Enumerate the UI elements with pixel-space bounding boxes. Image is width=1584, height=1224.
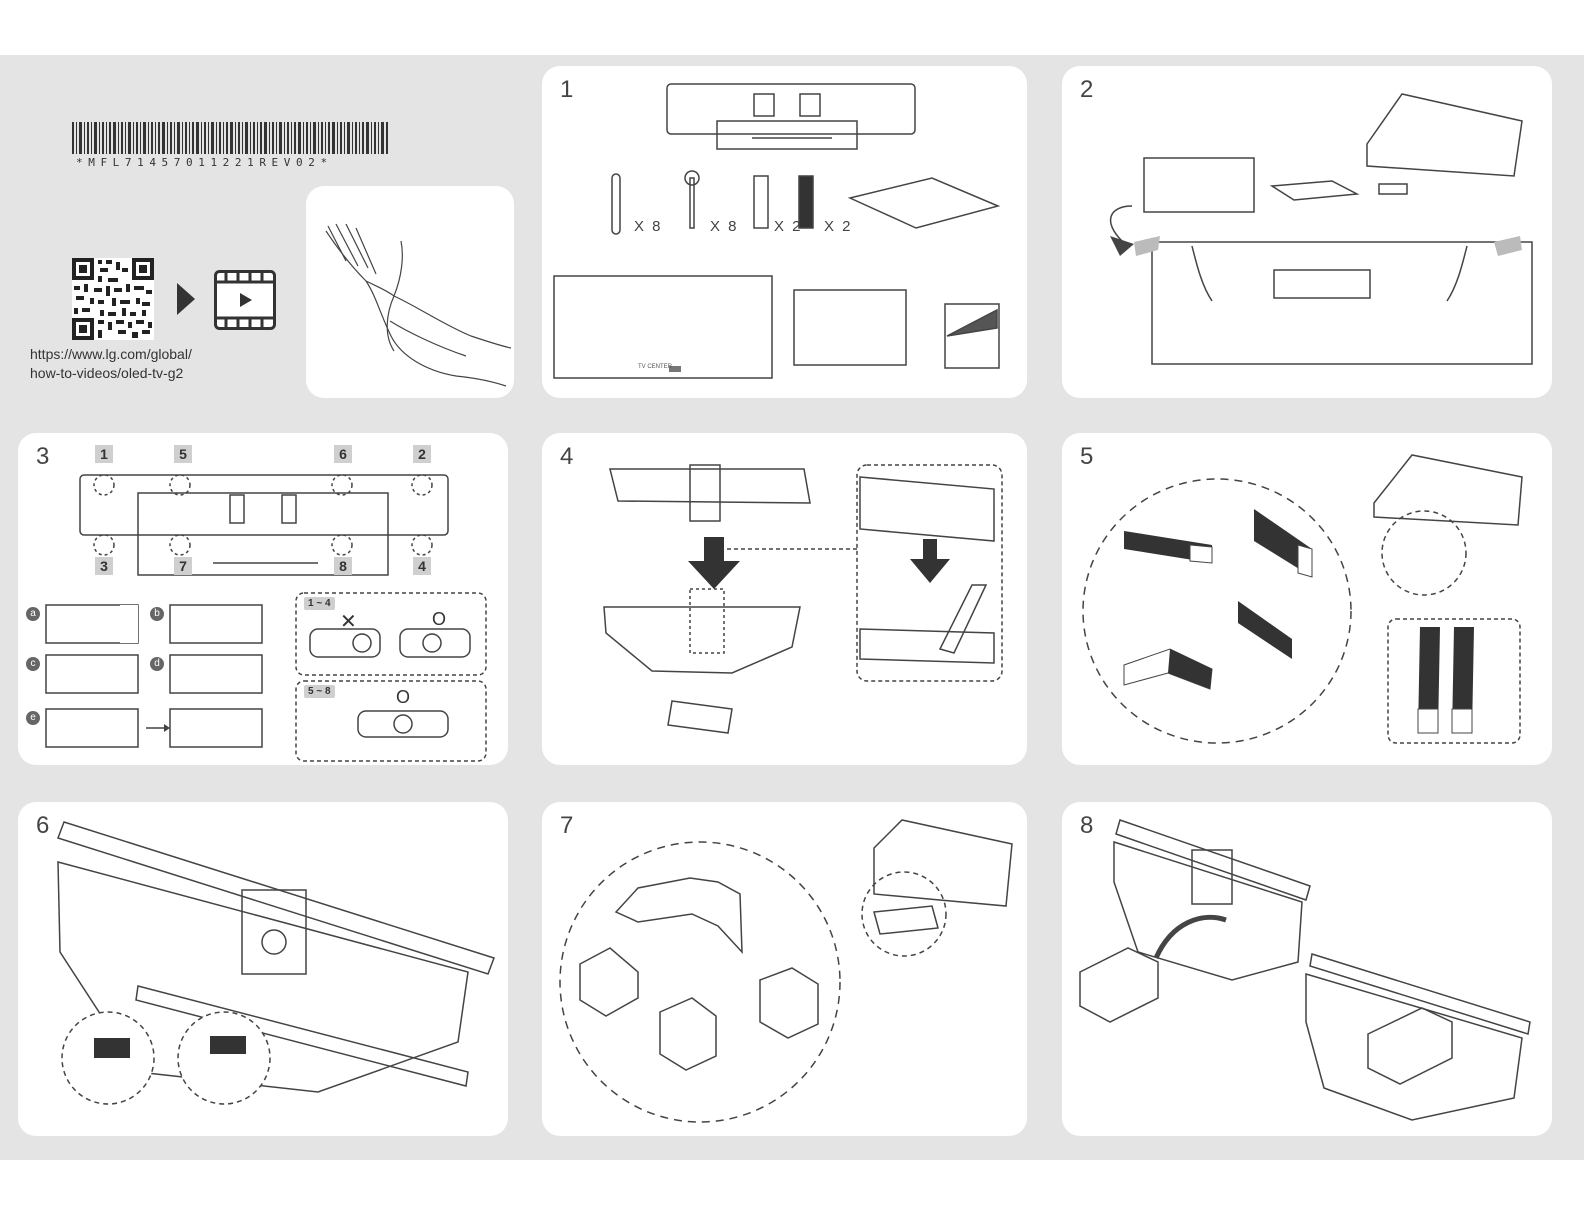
correct-mark: O [432,609,446,630]
box-folding-illustration [542,802,1027,1136]
substep-letter: e [26,711,40,725]
arrow-right-icon [177,283,195,315]
wall-bracket-illustration [18,433,508,765]
substep-letter: b [150,607,164,621]
play-video-icon[interactable] [214,270,276,330]
step-2-panel: 2 [1062,66,1552,398]
bracket-position-badge: 3 [95,557,113,575]
step-5-panel: 5 [1062,433,1552,765]
barcode [72,122,390,154]
substep-letter: a [26,607,40,621]
bracket-position-badge: 4 [413,557,431,575]
box-insertion-illustration [1062,802,1552,1136]
step-6-panel: 6 [18,802,508,1136]
bracket-position-badge: 7 [174,557,192,575]
step-3-panel: 3 1 5 6 2 3 7 8 4 a b c d e 1 ~ 4 [18,433,508,765]
tv-center-label: TV CENTER [638,364,672,370]
correct-mark: O [396,687,410,708]
bracket-position-badge: 2 [413,445,431,463]
template-attach-illustration [542,433,1027,765]
qty-anchors: X 8 [634,218,663,235]
step-8-panel: 8 [1062,802,1552,1136]
qty-screws: X 8 [710,218,739,235]
bracket-position-badge: 1 [95,445,113,463]
bracket-position-badge: 8 [334,557,352,575]
bracket-position-badge: 6 [334,445,352,463]
template-placement-illustration [1062,66,1552,398]
range-label: 1 ~ 4 [304,597,335,610]
bracket-position-badge: 5 [174,445,192,463]
step-7-panel: 7 [542,802,1027,1136]
qty-black-strips: X 2 [824,218,853,235]
qty-white-strips: X 2 [774,218,803,235]
qr-code-icon[interactable] [72,258,154,340]
incorrect-mark: ✕ [340,609,357,634]
strip-folding-illustration [1062,433,1552,765]
substep-letter: d [150,657,164,671]
video-url-link[interactable]: https://www.lg.com/global/ how-to-videos… [30,345,192,383]
range-label: 5 ~ 8 [304,685,335,698]
bracket-assembly-illustration [18,802,508,1136]
step-1-panel: 1 X 8 X 8 X 2 X 2 TV CENTER [542,66,1027,398]
barcode-number: *MFL71457011221REV02* [76,156,333,169]
gloves-illustration [306,186,514,398]
step-4-panel: 4 [542,433,1027,765]
gloves-panel [306,186,514,398]
substep-letter: c [26,657,40,671]
